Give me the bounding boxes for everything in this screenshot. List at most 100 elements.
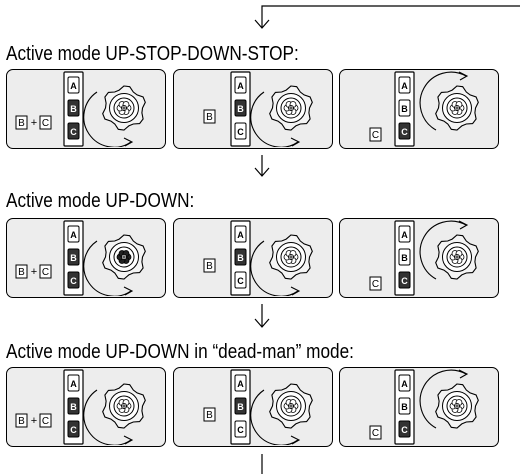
svg-text:B: B [206, 112, 213, 123]
svg-text:A: A [401, 379, 408, 389]
remote-key-c: C [398, 420, 411, 438]
keys-pressed-label: C [369, 127, 382, 142]
svg-text:A: A [237, 230, 244, 240]
arrow-down-icon [254, 19, 270, 29]
wheel-dial-icon [102, 85, 146, 131]
key-label-c: C [369, 425, 382, 440]
svg-text:C: C [372, 279, 379, 290]
remote-keypad: ABC [394, 220, 415, 296]
svg-text:B: B [18, 118, 25, 129]
remote-key-c: C [67, 271, 80, 289]
wheel-dial-icon [269, 85, 313, 131]
key-label-c: C [39, 264, 52, 279]
remote-key-b: B [398, 397, 411, 415]
svg-text:C: C [401, 425, 408, 435]
key-label-c: C [369, 276, 382, 291]
curved-arrow-icon [83, 389, 134, 445]
remote-key-c: C [398, 122, 411, 140]
remote-key-a: A [67, 225, 80, 243]
curved-arrow-icon [83, 91, 134, 147]
remote-keypad: A B C [394, 71, 415, 147]
key-label-b: B [203, 258, 216, 273]
key-label-b: B [15, 115, 28, 130]
key-label-b: B [203, 407, 216, 422]
svg-text:A: A [70, 81, 77, 91]
arrow-down-icon [254, 155, 270, 177]
svg-text:C: C [42, 118, 49, 129]
curved-arrow-icon [419, 71, 469, 131]
svg-text:B: B [237, 402, 244, 412]
curved-arrow-icon [419, 220, 469, 280]
svg-text:B: B [70, 104, 77, 114]
keys-pressed-label: B+C [15, 264, 52, 279]
remote-key-a: A [234, 76, 247, 94]
mode-panel: C A B C [339, 367, 499, 447]
key-label-b: B [15, 413, 28, 428]
curved-arrow-icon [419, 369, 469, 429]
svg-text:C: C [401, 127, 408, 137]
svg-text:B: B [401, 402, 408, 412]
svg-text:B: B [401, 104, 408, 114]
keys-pressed-label: B [203, 407, 216, 422]
mode-panel: C A B C [339, 69, 499, 149]
remote-key-c: C [234, 271, 247, 289]
remote-key-c: C [67, 420, 80, 438]
remote-keypad: ABC [63, 220, 84, 296]
loop-return-line [261, 5, 520, 27]
svg-text:B: B [70, 253, 77, 263]
remote-keypad: AB C [230, 71, 251, 147]
remote-key-a: A [398, 225, 411, 243]
key-label-c: C [369, 127, 382, 142]
svg-text:C: C [42, 267, 49, 278]
remote-key-a: A [67, 374, 80, 392]
remote-key-b: B [398, 99, 411, 117]
svg-text:C: C [42, 416, 49, 427]
wheel-dial-icon [435, 234, 479, 280]
remote-keypad: ABC [230, 220, 251, 296]
keys-pressed-label: B [203, 258, 216, 273]
svg-text:A: A [70, 379, 77, 389]
svg-text:B: B [18, 416, 25, 427]
remote-key-a: A [67, 76, 80, 94]
wheel-dial-icon [102, 234, 146, 280]
svg-text:C: C [372, 130, 379, 141]
remote-key-a: A [234, 225, 247, 243]
svg-text:A: A [401, 230, 408, 240]
remote-key-c: C [67, 122, 80, 140]
curved-arrow-icon [83, 240, 134, 296]
remote-key-b: B [67, 397, 80, 415]
keys-pressed-label: B [203, 109, 216, 124]
svg-text:B: B [18, 267, 25, 278]
svg-text:B: B [70, 402, 77, 412]
curved-arrow-icon [250, 389, 301, 445]
remote-key-a: A [398, 76, 411, 94]
key-label-c: C [39, 413, 52, 428]
svg-text:A: A [401, 81, 408, 91]
svg-text:B: B [237, 104, 244, 114]
remote-key-b: B [234, 248, 247, 266]
remote-key-b: B [234, 99, 247, 117]
keys-pressed-label: B + C [15, 115, 52, 130]
svg-text:C: C [237, 276, 244, 286]
key-label-c: C [39, 115, 52, 130]
svg-text:C: C [237, 127, 244, 137]
arrow-down-icon [254, 304, 270, 328]
remote-keypad: A B C [394, 369, 415, 445]
svg-text:A: A [237, 379, 244, 389]
plus-sign: + [31, 117, 37, 129]
svg-text:C: C [372, 428, 379, 439]
remote-keypad: A BC [63, 369, 84, 445]
remote-key-c: C [234, 122, 247, 140]
svg-text:C: C [401, 276, 408, 286]
remote-key-c: C [398, 271, 411, 289]
wheel-dial-icon [269, 383, 313, 429]
key-label-b: B [203, 109, 216, 124]
